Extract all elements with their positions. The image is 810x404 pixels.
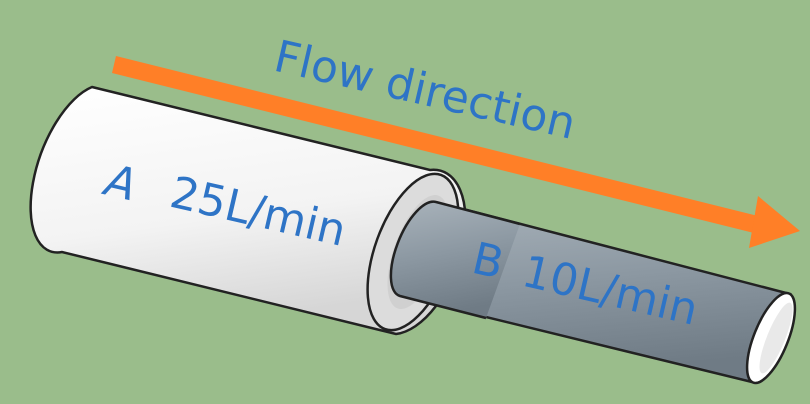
pipe-b-entry-edges bbox=[389, 200, 521, 320]
pipe-b-entry bbox=[390, 201, 520, 318]
flow-arrow-head bbox=[749, 196, 800, 248]
flow-arrow bbox=[112, 56, 800, 248]
pipe-a-body bbox=[29, 85, 467, 336]
flow-arrow-shaft bbox=[112, 56, 770, 236]
pipe-b-inner-shadow bbox=[759, 302, 793, 374]
